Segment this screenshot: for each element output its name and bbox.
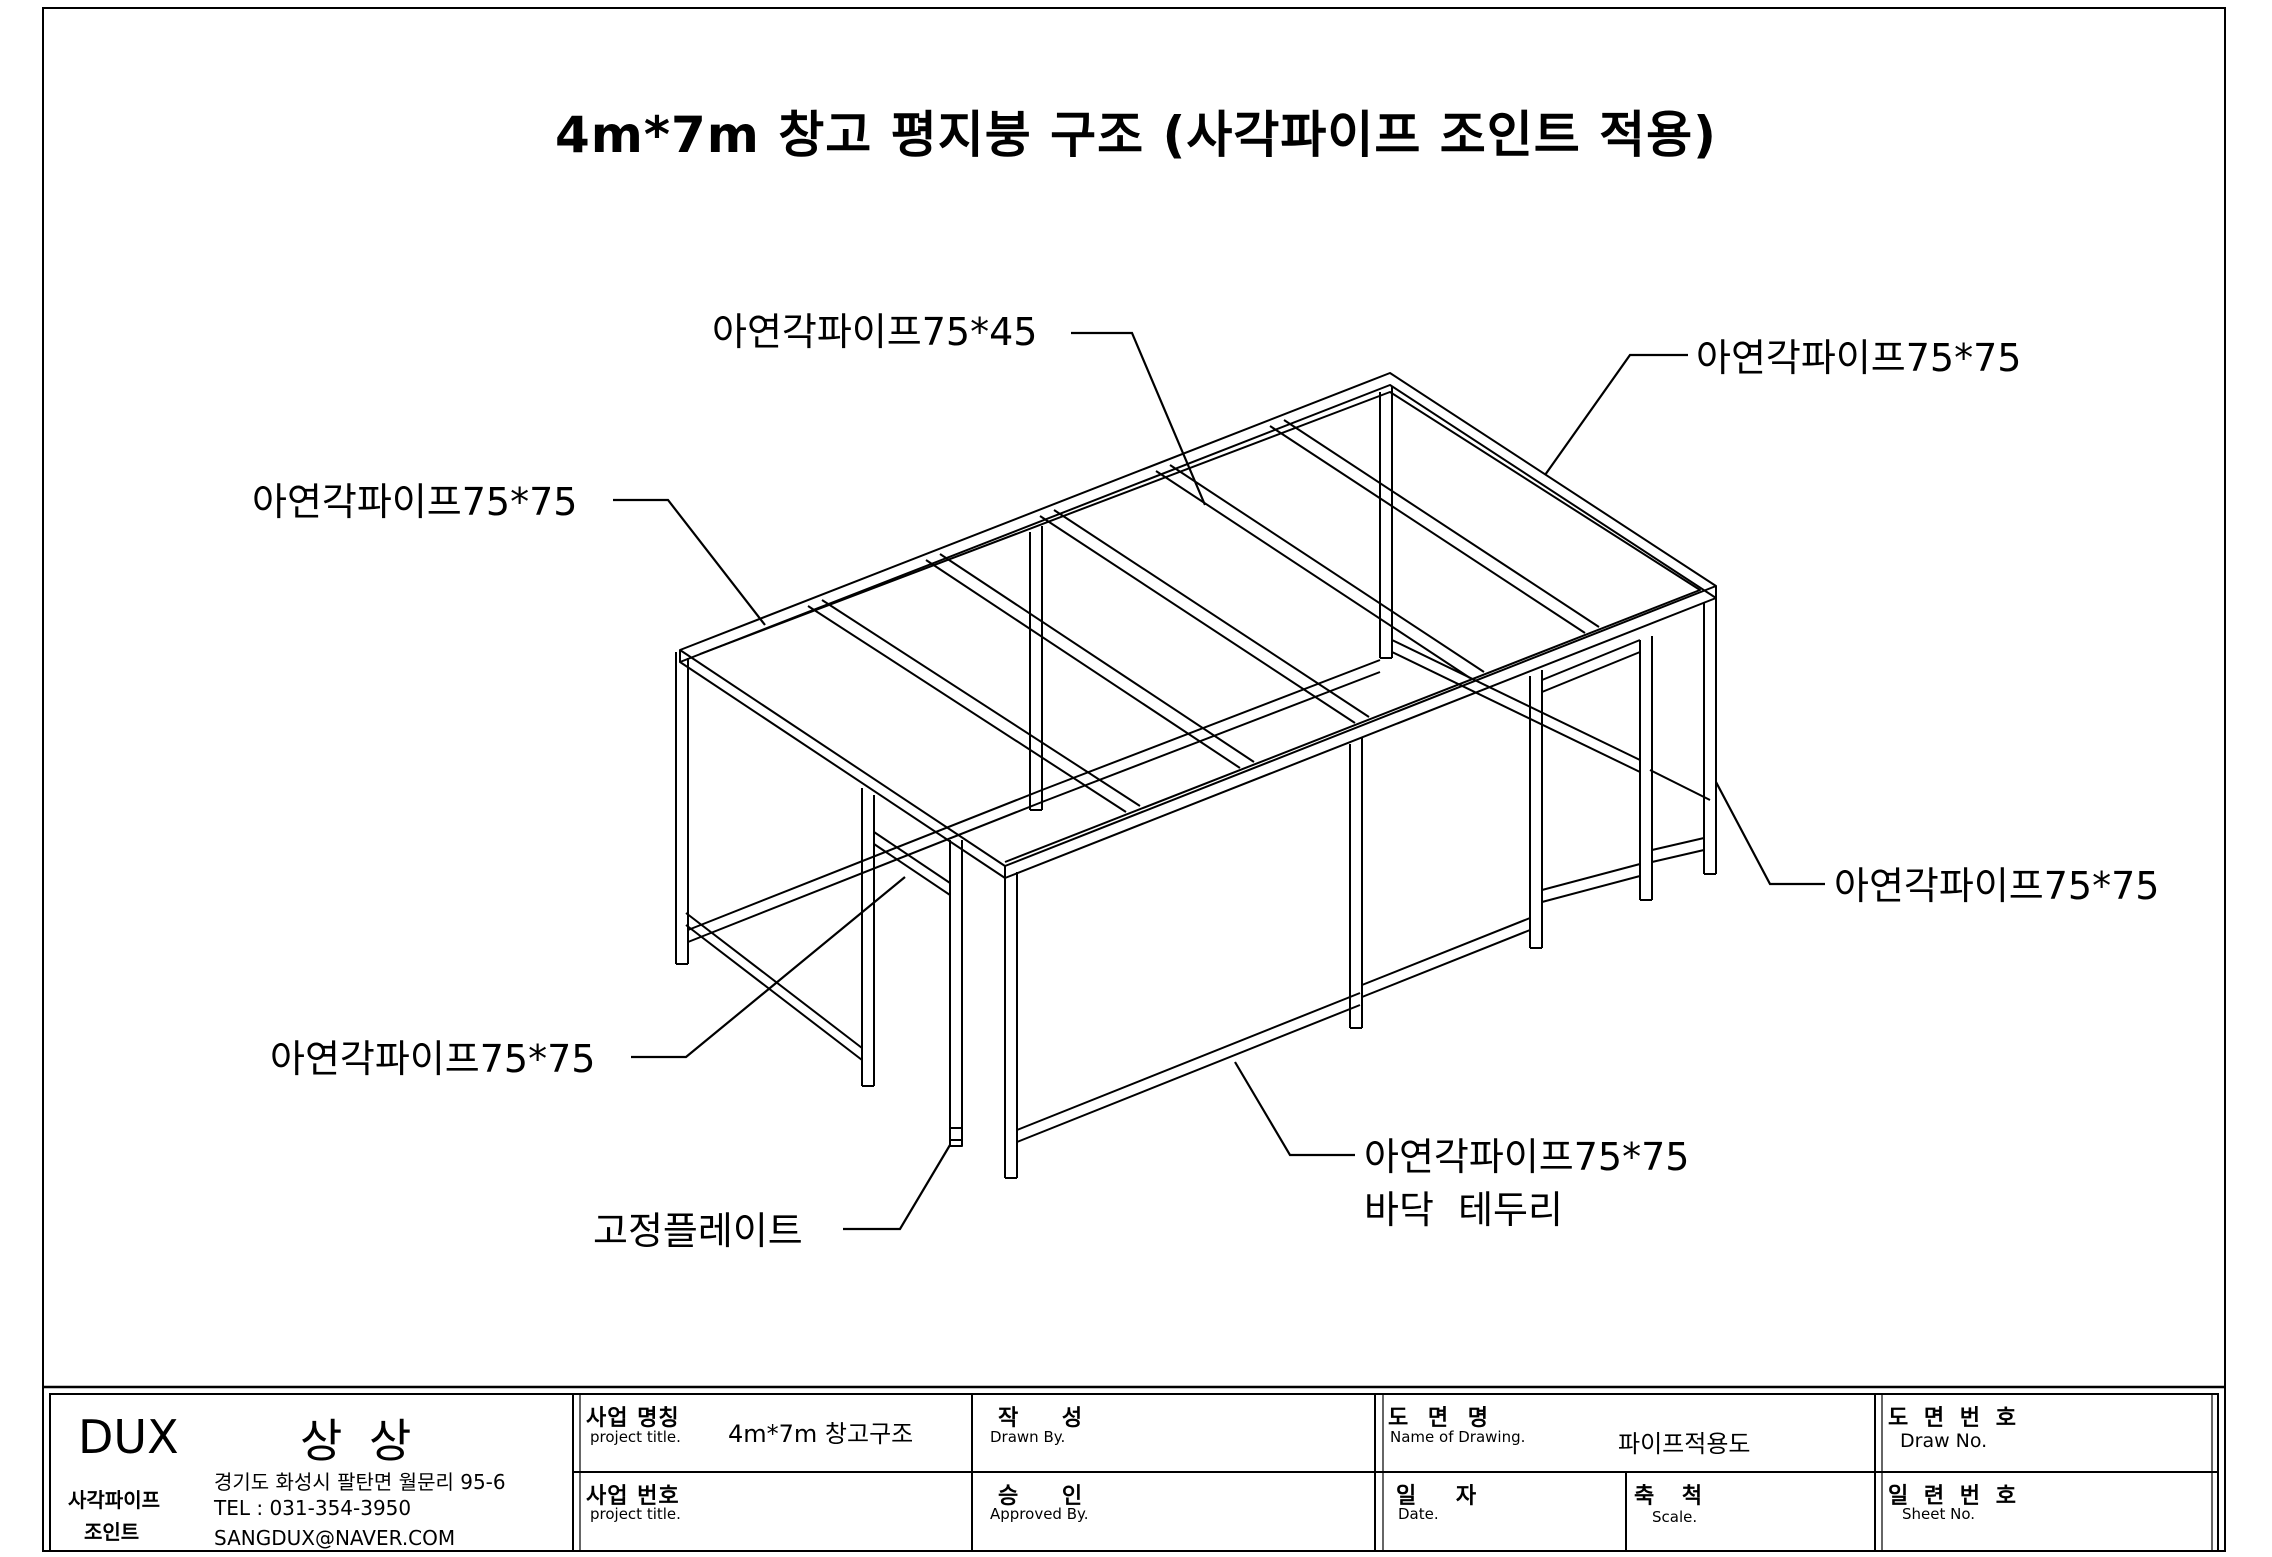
back-right-rail bbox=[1391, 639, 1641, 773]
project-no-label: 사업 번호 bbox=[586, 1484, 680, 1509]
back-post-1 bbox=[1029, 526, 1043, 811]
drawing-name-sub: Name of Drawing. bbox=[1390, 1428, 1526, 1446]
leader-lines bbox=[613, 331, 1825, 1231]
project-title-value: 4m*7m 창고구조 bbox=[728, 1420, 914, 1448]
leader-bottom bbox=[1234, 1061, 1355, 1157]
project-no-sub: project title. bbox=[590, 1505, 681, 1523]
product-line-2: 조인트 bbox=[84, 1520, 140, 1544]
title-block-lines bbox=[43, 1385, 2225, 1552]
drawing-name-label: 도 면 명 bbox=[1388, 1406, 1495, 1431]
left-bottom-rail bbox=[685, 912, 863, 1061]
front-corner-post bbox=[1004, 872, 1018, 1179]
back-post-2 bbox=[1379, 386, 1393, 659]
back-bottom-rail-2 bbox=[1041, 659, 1381, 803]
callout-right-post: 아연각파이프75*75 bbox=[1834, 864, 2160, 908]
draw-no-label: 도 면 번 호 bbox=[1888, 1406, 2020, 1431]
warehouse-frame bbox=[675, 372, 1717, 1179]
back-bottom-rail-1 bbox=[687, 789, 1043, 943]
front-bottom-rail bbox=[1016, 992, 1361, 1143]
callout-top-left-beam: 아연각파이프75*75 bbox=[252, 480, 578, 524]
approved-by-label: 승 인 bbox=[998, 1484, 1101, 1509]
scale-sub: Scale. bbox=[1652, 1508, 1698, 1526]
callout-floor-frame: 아연각파이프75*75 bbox=[1364, 1135, 1690, 1179]
fixing-plate bbox=[949, 1127, 963, 1147]
leader-plate bbox=[843, 1144, 951, 1231]
roof-purlin-2 bbox=[925, 553, 1255, 769]
leader-top-right bbox=[1544, 353, 1688, 476]
leader-left bbox=[631, 876, 906, 1059]
company-address: 경기도 화성시 팔탄면 월문리 95-6 bbox=[214, 1470, 506, 1494]
sheet-no-sub: Sheet No. bbox=[1902, 1505, 1976, 1523]
front-bottom-rail-2 bbox=[1361, 917, 1531, 998]
company-tel: TEL : 031-354-3950 bbox=[214, 1496, 412, 1520]
callout-top-right-beam: 아연각파이프75*75 bbox=[1696, 336, 2022, 380]
left-post-front bbox=[675, 652, 689, 965]
drawn-by-label: 작 성 bbox=[998, 1406, 1101, 1431]
roof-purlin-4 bbox=[1155, 464, 1485, 679]
approved-by-sub: Approved By. bbox=[990, 1505, 1089, 1523]
roof-purlin-3 bbox=[1039, 509, 1370, 724]
sheet-border bbox=[42, 7, 2226, 1552]
drawing-name-value: 파이프적용도 bbox=[1618, 1430, 1751, 1458]
project-title-sub: project title. bbox=[590, 1428, 681, 1446]
brand-name: DUX bbox=[78, 1410, 179, 1464]
callout-left-rail: 아연각파이프75*75 bbox=[270, 1037, 596, 1081]
drawing-title: 4m*7m 창고 평지붕 구조 (사각파이프 조인트 적용) bbox=[554, 106, 1718, 164]
date-sub: Date. bbox=[1398, 1505, 1439, 1523]
right-bottom-rail bbox=[1651, 837, 1705, 863]
right-corner-post bbox=[1703, 598, 1717, 875]
front-corner-post-left bbox=[949, 840, 963, 1141]
callout-floor-frame-note: 바닥 테두리 bbox=[1364, 1188, 1563, 1232]
callout-roof-purlin: 아연각파이프75*45 bbox=[712, 310, 1038, 354]
product-line-1: 사각파이프 bbox=[68, 1488, 160, 1512]
left-post-mid bbox=[861, 788, 875, 1087]
sheet-no-label: 일 련 번 호 bbox=[1888, 1484, 2020, 1509]
date-label: 일 자 bbox=[1396, 1484, 1493, 1509]
roof-purlin-5 bbox=[1269, 419, 1600, 634]
right-top-rail bbox=[1541, 639, 1641, 693]
project-title-label: 사업 명칭 bbox=[586, 1406, 680, 1431]
leader-top-left bbox=[613, 498, 766, 626]
roof-inner-rim bbox=[699, 391, 1701, 863]
company-name: 상 상 bbox=[300, 1414, 418, 1468]
company-email: SANGDUX@NAVER.COM bbox=[214, 1526, 456, 1550]
callout-fixing-plate: 고정플레이트 bbox=[593, 1209, 803, 1253]
leader-right bbox=[1715, 781, 1825, 886]
drawn-by-sub: Drawn By. bbox=[990, 1428, 1066, 1446]
scale-label: 축 척 bbox=[1634, 1484, 1713, 1509]
right-inner-post bbox=[1639, 636, 1653, 901]
front-mid-post bbox=[1349, 738, 1363, 1029]
roof-edge-inner bbox=[679, 384, 1717, 879]
draw-no-sub: Draw No. bbox=[1900, 1430, 1988, 1452]
leader-top-center bbox=[1071, 331, 1207, 506]
